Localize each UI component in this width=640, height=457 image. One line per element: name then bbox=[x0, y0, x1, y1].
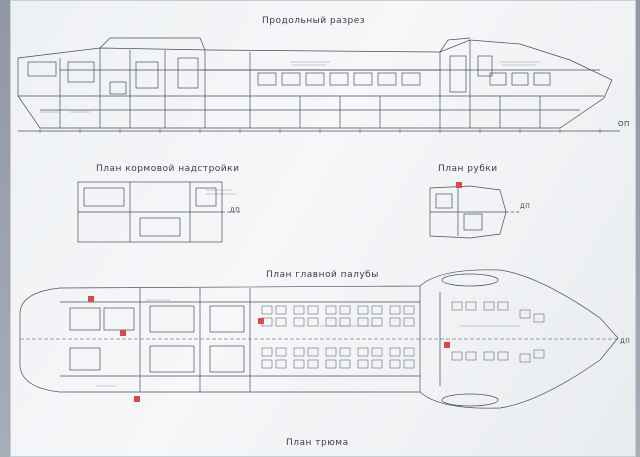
red-markers bbox=[88, 182, 462, 402]
title-main-deck-plan: План главной палубы bbox=[266, 270, 379, 280]
window-row bbox=[257, 72, 551, 86]
drawing-labels bbox=[40, 61, 540, 387]
title-aft-deckhouse-plan: План кормовой надстройки bbox=[96, 164, 240, 174]
title-longitudinal-section: Продольный разрез bbox=[262, 16, 366, 26]
wheelhouse-plan bbox=[429, 185, 520, 239]
mark-dp-main: ДП bbox=[620, 338, 631, 345]
title-wheelhouse-plan: План рубки bbox=[438, 164, 498, 174]
aft-deckhouse-plan bbox=[77, 181, 240, 243]
mark-op: ОП bbox=[618, 120, 630, 128]
drawing-sheet bbox=[10, 0, 636, 457]
title-hold-plan: План трюма bbox=[286, 438, 349, 448]
passenger-seats bbox=[261, 301, 545, 369]
main-deck-plan bbox=[19, 269, 619, 409]
mark-dp-aft: ДП bbox=[230, 207, 241, 214]
longitudinal-section bbox=[17, 37, 620, 133]
mark-dp-wheelhouse: ДП bbox=[520, 203, 531, 210]
